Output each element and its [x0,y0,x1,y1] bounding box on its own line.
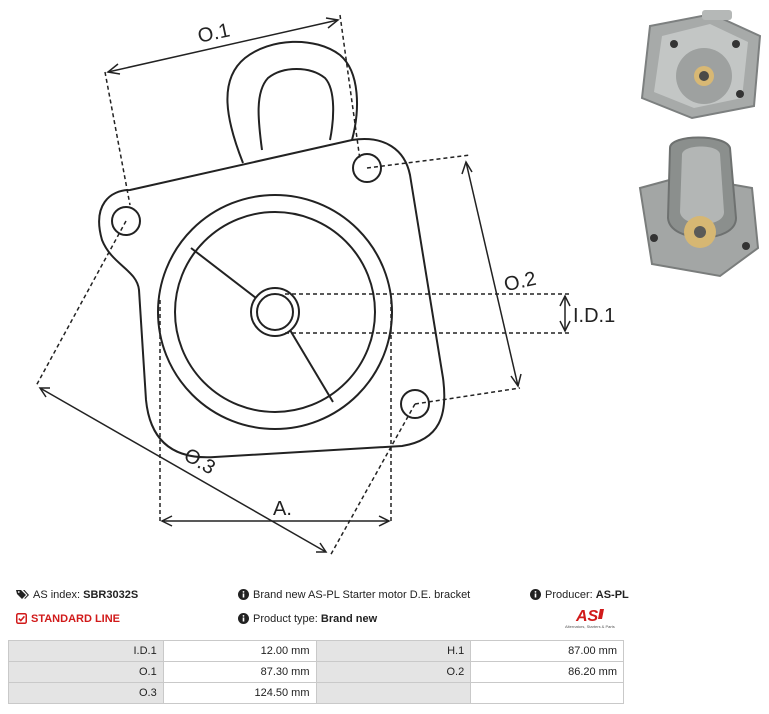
label-id1: I.D.1 [573,305,615,327]
product-type: Product type: Brand new [238,612,377,626]
table-row: O.1 87.30 mm O.2 86.20 mm [8,661,624,683]
producer-value: AS-PL [595,589,629,601]
spec-value: 87.00 mm [470,640,624,662]
line-badge: STANDARD LINE [16,612,120,626]
product-photo-front [632,6,766,124]
info-icon [238,613,249,624]
spec-label: O.3 [8,682,164,704]
spec-label: I.D.1 [8,640,164,662]
spec-value: 124.50 mm [162,682,317,704]
bracket-holes [111,153,430,419]
spec-label: H.1 [315,640,472,662]
label-o1: O.1 [196,19,232,47]
label-o3: O.3 [180,444,219,479]
info-icon [238,589,249,600]
producer-label: Producer: [545,589,593,601]
as-pl-logo: AS Alternators, Starters & Parts [565,608,615,629]
label-a: A. [273,498,292,520]
spec-label [315,682,472,704]
dimension-extension-lines [35,14,570,557]
info-icon [530,589,541,600]
spec-label: O.1 [8,661,164,683]
dimension-arrows [38,17,571,553]
spec-label: O.2 [315,661,472,683]
spec-value: 12.00 mm [162,640,317,662]
table-row: I.D.1 12.00 mm H.1 87.00 mm [8,640,624,662]
tags-icon [16,590,29,599]
bracket-outline [98,40,446,459]
logo-text: AS [575,608,599,625]
description-text: Brand new AS-PL Starter motor D.E. brack… [253,589,471,601]
product-type-value: Brand new [320,613,378,625]
product-photo-back [632,128,766,284]
spec-table: I.D.1 12.00 mm H.1 87.00 mm O.1 87.30 mm… [8,640,624,704]
description: Brand new AS-PL Starter motor D.E. brack… [238,588,470,602]
product-type-label: Product type: [253,613,318,625]
bracket-bore [157,194,393,430]
spec-value: 87.30 mm [162,661,317,683]
line-label: STANDARD LINE [31,613,121,625]
label-o2: O.2 [502,268,538,296]
logo-tagline: Alternators, Starters & Parts [565,624,615,629]
table-row: O.3 124.50 mm [8,682,624,704]
technical-drawing: O.1 O.2 O.3 I.D.1 A. [35,14,615,557]
as-index-label: AS index: [33,589,81,601]
as-index-value: SBR3032S [83,589,139,601]
as-index: AS index: SBR3032S [16,588,138,602]
spec-value [470,682,624,704]
producer: Producer: AS-PL [530,588,629,602]
check-square-icon [16,613,27,624]
spec-value: 86.20 mm [470,661,624,683]
